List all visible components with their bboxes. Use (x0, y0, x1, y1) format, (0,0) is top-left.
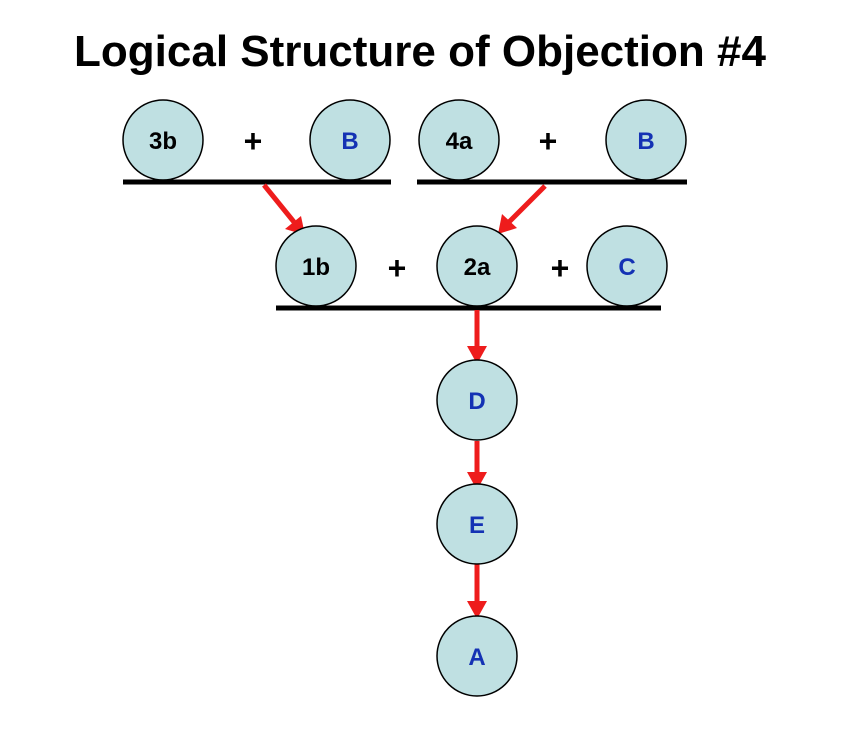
arrow-line-to-2a (507, 184, 547, 224)
node-label: E (469, 512, 485, 539)
node-b-right: B (605, 99, 687, 181)
arrow-head-to-e (467, 472, 487, 490)
node-b-left: B (309, 99, 391, 181)
node-label: B (341, 128, 358, 155)
node-1b: 1b (275, 225, 357, 307)
node-d: D (436, 359, 518, 441)
node-label: D (468, 388, 485, 415)
node-e: E (436, 483, 518, 565)
node-label: B (637, 128, 654, 155)
plus-sign-2: + (539, 123, 558, 159)
plus-sign-4: + (551, 250, 570, 286)
node-label: 1b (302, 254, 330, 281)
node-label: A (468, 644, 485, 671)
page-title: Logical Structure of Objection #4 (74, 27, 766, 76)
plus-sign-1: + (244, 123, 263, 159)
arrow-head-to-a (467, 601, 487, 619)
node-label: 3b (149, 128, 177, 155)
node-label: 2a (464, 254, 491, 281)
arrow-line-to-1b (262, 183, 296, 224)
node-c: C (586, 225, 668, 307)
node-2a: 2a (436, 225, 518, 307)
node-3b: 3b (122, 99, 204, 181)
arrow-head-to-d (467, 346, 487, 364)
node-4a: 4a (418, 99, 500, 181)
arrow-head-to-2a (498, 214, 517, 234)
node-a: A (436, 615, 518, 697)
plus-sign-3: + (388, 250, 407, 286)
node-label: C (618, 254, 635, 281)
node-label: 4a (446, 128, 473, 155)
